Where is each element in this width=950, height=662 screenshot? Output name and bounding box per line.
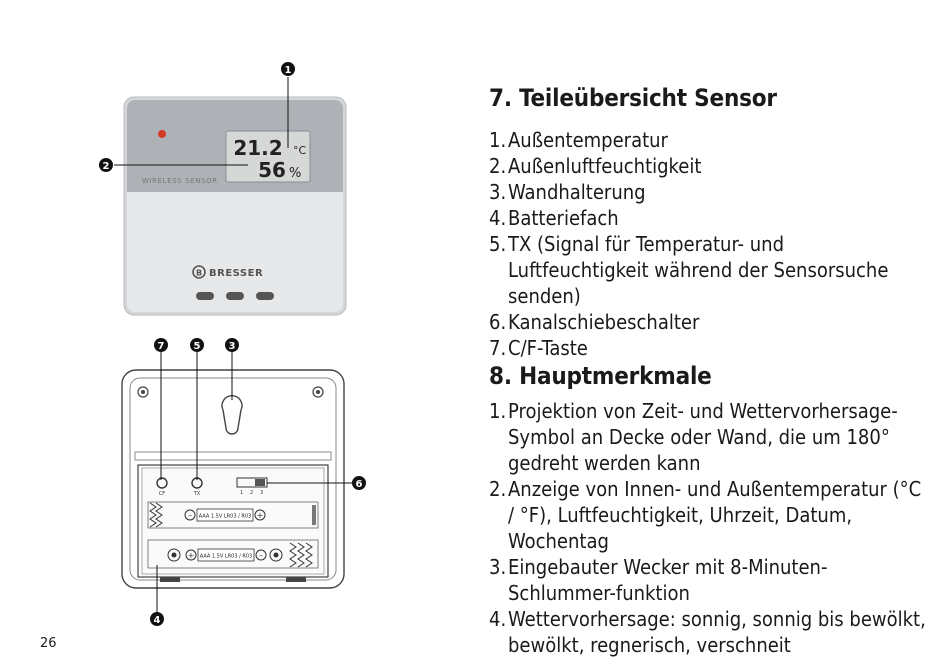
- callout-7: 7: [154, 338, 168, 352]
- tx-label: TX: [193, 491, 201, 497]
- list-item: 1.Außentemperatur: [489, 127, 929, 153]
- svg-text:B: B: [196, 269, 202, 278]
- list-item-number: 1.: [489, 128, 507, 152]
- svg-text:6: 6: [356, 479, 363, 490]
- list-item-text: TX (Signal für Temperatur- und Luftfeuch…: [508, 232, 889, 308]
- list-item-text: Außentemperatur: [508, 128, 668, 152]
- callout-5: 5: [190, 338, 204, 352]
- list-item: 4.Wettervorhersage: sonnig, sonnig bis b…: [489, 606, 929, 658]
- svg-text:1: 1: [285, 65, 292, 76]
- list-item-number: 6.: [489, 310, 507, 334]
- list-item-text: Eingebauter Wecker mit 8-Minuten-Schlumm…: [508, 555, 828, 605]
- display-temp-unit: °C: [293, 144, 307, 157]
- callout-4: 4: [150, 612, 164, 626]
- wall-mount-hole: [221, 394, 243, 435]
- list-item-number: 4.: [489, 607, 507, 631]
- list-item: 3.Wandhalterung: [489, 179, 929, 205]
- display-humidity-unit: %: [289, 166, 301, 181]
- sensor-figure: 21.2 °C 56 % WIRELESS SENSOR B BRESSER C…: [99, 62, 366, 626]
- list-item-number: 2.: [489, 477, 507, 501]
- callout-1: 1: [281, 62, 295, 76]
- list-item: 5.TX (Signal für Temperatur- und Luftfeu…: [489, 231, 929, 309]
- svg-text:–: –: [259, 551, 263, 560]
- list-item: 1.Projektion von Zeit- und Wettervorhers…: [489, 398, 929, 476]
- svg-text:3: 3: [260, 490, 263, 496]
- svg-text:3: 3: [229, 341, 236, 352]
- svg-text:4: 4: [154, 615, 161, 626]
- list-item-number: 2.: [489, 154, 507, 178]
- lcd-display: [225, 130, 311, 183]
- list-item: 6.Kanalschiebeschalter: [489, 309, 929, 335]
- list-item-number: 3.: [489, 555, 507, 579]
- svg-text:+: +: [188, 551, 195, 560]
- display-humidity: 56: [258, 158, 286, 182]
- sensor-back-view: CF TX 1 2 3 – AAA 1.5V LR03 / R03 + + AA…: [121, 369, 345, 589]
- svg-text:–: –: [188, 511, 192, 520]
- section8-list: 1.Projektion von Zeit- und Wettervorhers…: [489, 398, 929, 658]
- led-indicator: [158, 130, 166, 138]
- list-item-number: 4.: [489, 206, 507, 230]
- svg-text:+: +: [257, 511, 264, 520]
- list-item-text: C/F-Taste: [508, 336, 588, 360]
- callout-3: 3: [225, 338, 239, 352]
- list-item: 3.Eingebauter Wecker mit 8-Minuten-Schlu…: [489, 554, 929, 606]
- battery-label-2: AAA 1.5V LR03 / R03: [200, 554, 252, 560]
- callout-2: 2: [99, 158, 113, 172]
- battery-label-1: AAA 1.5V LR03 / R03: [199, 514, 251, 520]
- section8-title: 8. Hauptmerkmale: [489, 362, 712, 390]
- svg-text:2: 2: [103, 161, 110, 172]
- cf-button: [156, 477, 168, 489]
- svg-text:7: 7: [158, 341, 165, 352]
- list-item-text: Außenluftfeuchtigkeit: [508, 154, 702, 178]
- page-number: 26: [40, 636, 57, 651]
- list-item: 2.Außenluftfeuchtigkeit: [489, 153, 929, 179]
- list-item: 2.Anzeige von Innen- und Außentemperatur…: [489, 476, 929, 554]
- sensor-front-view: 21.2 °C 56 % WIRELESS SENSOR B BRESSER: [123, 96, 347, 316]
- callout-6: 6: [352, 476, 366, 490]
- list-item-text: Wandhalterung: [508, 180, 646, 204]
- brand-name: BRESSER: [209, 268, 263, 279]
- display-temperature: 21.2: [233, 136, 282, 160]
- list-item-text: Wettervorhersage: sonnig, sonnig bis bew…: [508, 607, 926, 657]
- svg-text:2: 2: [250, 490, 253, 496]
- device-text: WIRELESS SENSOR: [142, 177, 218, 185]
- list-item: 7.C/F-Taste: [489, 335, 929, 361]
- svg-text:1: 1: [240, 490, 243, 496]
- cf-label: CF: [159, 491, 165, 497]
- svg-text:5: 5: [194, 341, 201, 352]
- list-item-number: 3.: [489, 180, 507, 204]
- list-item-text: Anzeige von Innen- und Außentemperatur (…: [508, 477, 922, 553]
- spring-icon: [149, 502, 163, 528]
- list-item: 4.Batteriefach: [489, 205, 929, 231]
- list-item-text: Kanalschiebeschalter: [508, 310, 700, 334]
- list-item-number: 1.: [489, 399, 507, 423]
- list-item-text: Batteriefach: [508, 206, 619, 230]
- list-item-text: Projektion von Zeit- und Wettervorhersag…: [508, 399, 898, 475]
- list-item-number: 5.: [489, 232, 507, 256]
- section7-title: 7. Teileübersicht Sensor: [489, 84, 777, 112]
- list-item-number: 7.: [489, 336, 507, 360]
- brand-logo-icon: [192, 265, 206, 279]
